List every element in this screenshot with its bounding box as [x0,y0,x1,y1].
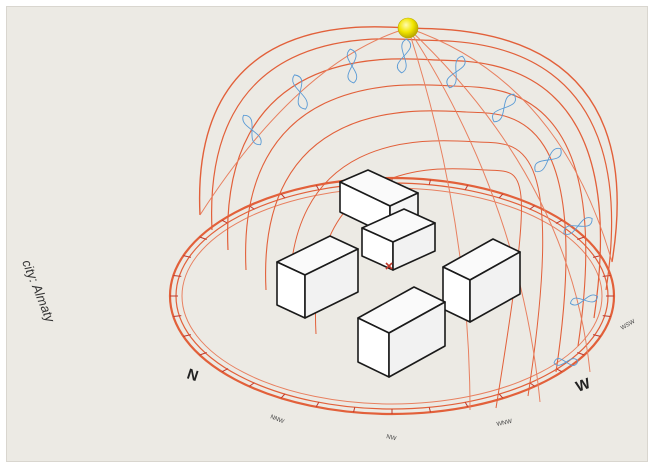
analemma-loop [292,74,308,110]
azimuth-tick [498,393,504,399]
azimuth-tick [173,315,182,317]
azimuth-tick [199,236,207,240]
azimuth-tick [464,401,469,408]
azimuth-tick [315,184,320,191]
azimuth-label-nnw: NNW [269,414,285,425]
azimuth-tick [280,193,286,199]
sun-path-arc [227,58,601,319]
azimuth-tick [592,255,601,258]
azimuth-tick [249,382,255,387]
analemma-loop [242,114,262,146]
azimuth-tick [529,382,535,387]
analemma-loop [534,148,562,172]
diagram-frame [6,6,648,462]
azimuth-label-nw: NW [386,434,397,442]
azimuth-label-wnw: WNW [496,419,513,428]
azimuth-label-wsw: WSW [620,319,637,332]
sun-path-arc [265,110,567,373]
analemma-loop [396,38,412,74]
azimuth-tick [173,275,182,277]
azimuth-tick [183,255,192,258]
building-l-shape [339,169,436,271]
building-front [357,286,446,378]
hour-arc [407,27,471,411]
azimuth-tick [280,393,286,399]
azimuth-tick [315,401,320,408]
hour-arc [407,27,591,373]
analemma-loop [563,217,593,235]
sun-path-arc [289,140,544,397]
hour-arc [407,27,541,403]
hour-arc [199,27,409,216]
cardinal-west-label: W [574,375,594,396]
azimuth-tick [221,368,229,373]
building-left [276,235,359,319]
city-caption: city: Almaty [19,258,58,326]
azimuth-tick [555,219,563,224]
azimuth-tick [353,407,356,413]
hour-arc [407,27,613,263]
buildings [276,169,521,378]
azimuth-tick [577,352,585,356]
analemma-loop [569,294,599,306]
analemma-loop [347,48,357,84]
azimuth-tick [221,219,229,224]
azimuth-tick [183,334,192,337]
analemma-loop [446,55,466,89]
azimuth-tick [592,334,601,337]
sun-path-arcs [199,26,618,411]
azimuth-tick [529,205,535,210]
site-marker-icon [385,262,393,270]
building-right [442,238,521,323]
azimuth-tick [428,179,431,185]
azimuth-tick [464,184,469,191]
azimuth-ticks [170,178,614,414]
sun-sphere-icon [397,17,419,39]
analemma-curves [242,38,599,366]
azimuth-tick [577,236,585,240]
azimuth-tick [602,275,611,277]
azimuth-tick [602,315,611,317]
cardinal-north-label: N [185,366,201,386]
sun-path-arc [245,84,587,347]
sun-path-arc [315,168,522,409]
azimuth-tick [428,407,431,413]
analemma-loop [553,358,579,366]
azimuth-tick [498,193,504,199]
azimuth-tick [199,352,207,356]
analemma-loop [492,93,516,123]
